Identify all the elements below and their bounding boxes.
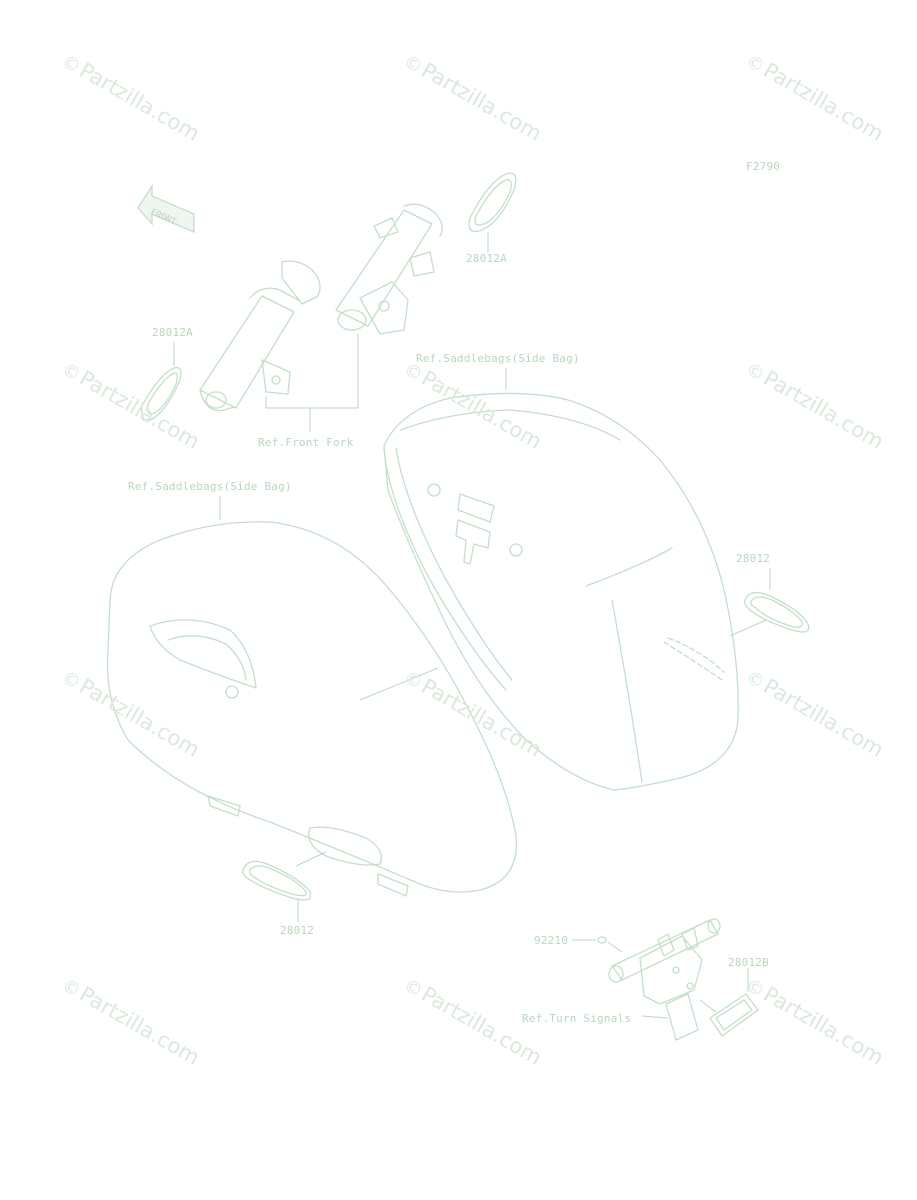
saddlebag-right bbox=[383, 392, 739, 791]
front-direction-arrow-icon: FRONT bbox=[137, 183, 195, 233]
reflector-28012a-left bbox=[141, 366, 182, 421]
part-label-28012-right[interactable]: 28012 bbox=[736, 552, 771, 565]
reflector-28012-bottom bbox=[242, 860, 312, 901]
turn-signal-bracket-assembly bbox=[608, 918, 721, 1041]
front-fork-left-slider bbox=[199, 260, 321, 412]
callout-front-fork: Ref.Front Fork bbox=[258, 436, 354, 449]
callout-turn-signals: Ref.Turn Signals bbox=[522, 1012, 632, 1025]
reflector-28012-right bbox=[744, 591, 810, 633]
part-label-28012-bottom[interactable]: 28012 bbox=[280, 924, 315, 937]
part-label-28012b[interactable]: 28012B bbox=[728, 956, 769, 969]
figure-code: F2790 bbox=[746, 160, 781, 173]
part-label-28012a-top[interactable]: 28012A bbox=[466, 252, 507, 265]
callout-saddlebag-left: Ref.Saddlebags(Side Bag) bbox=[128, 480, 292, 493]
reflector-28012b bbox=[709, 993, 759, 1037]
callout-saddlebag-right: Ref.Saddlebags(Side Bag) bbox=[416, 352, 580, 365]
front-fork-right-slider bbox=[335, 203, 443, 335]
reflector-28012a-top bbox=[468, 172, 517, 233]
washer-92210 bbox=[597, 936, 607, 944]
part-label-92210[interactable]: 92210 bbox=[534, 934, 569, 947]
saddlebag-left bbox=[106, 521, 517, 897]
part-label-28012a-left[interactable]: 28012A bbox=[152, 326, 193, 339]
